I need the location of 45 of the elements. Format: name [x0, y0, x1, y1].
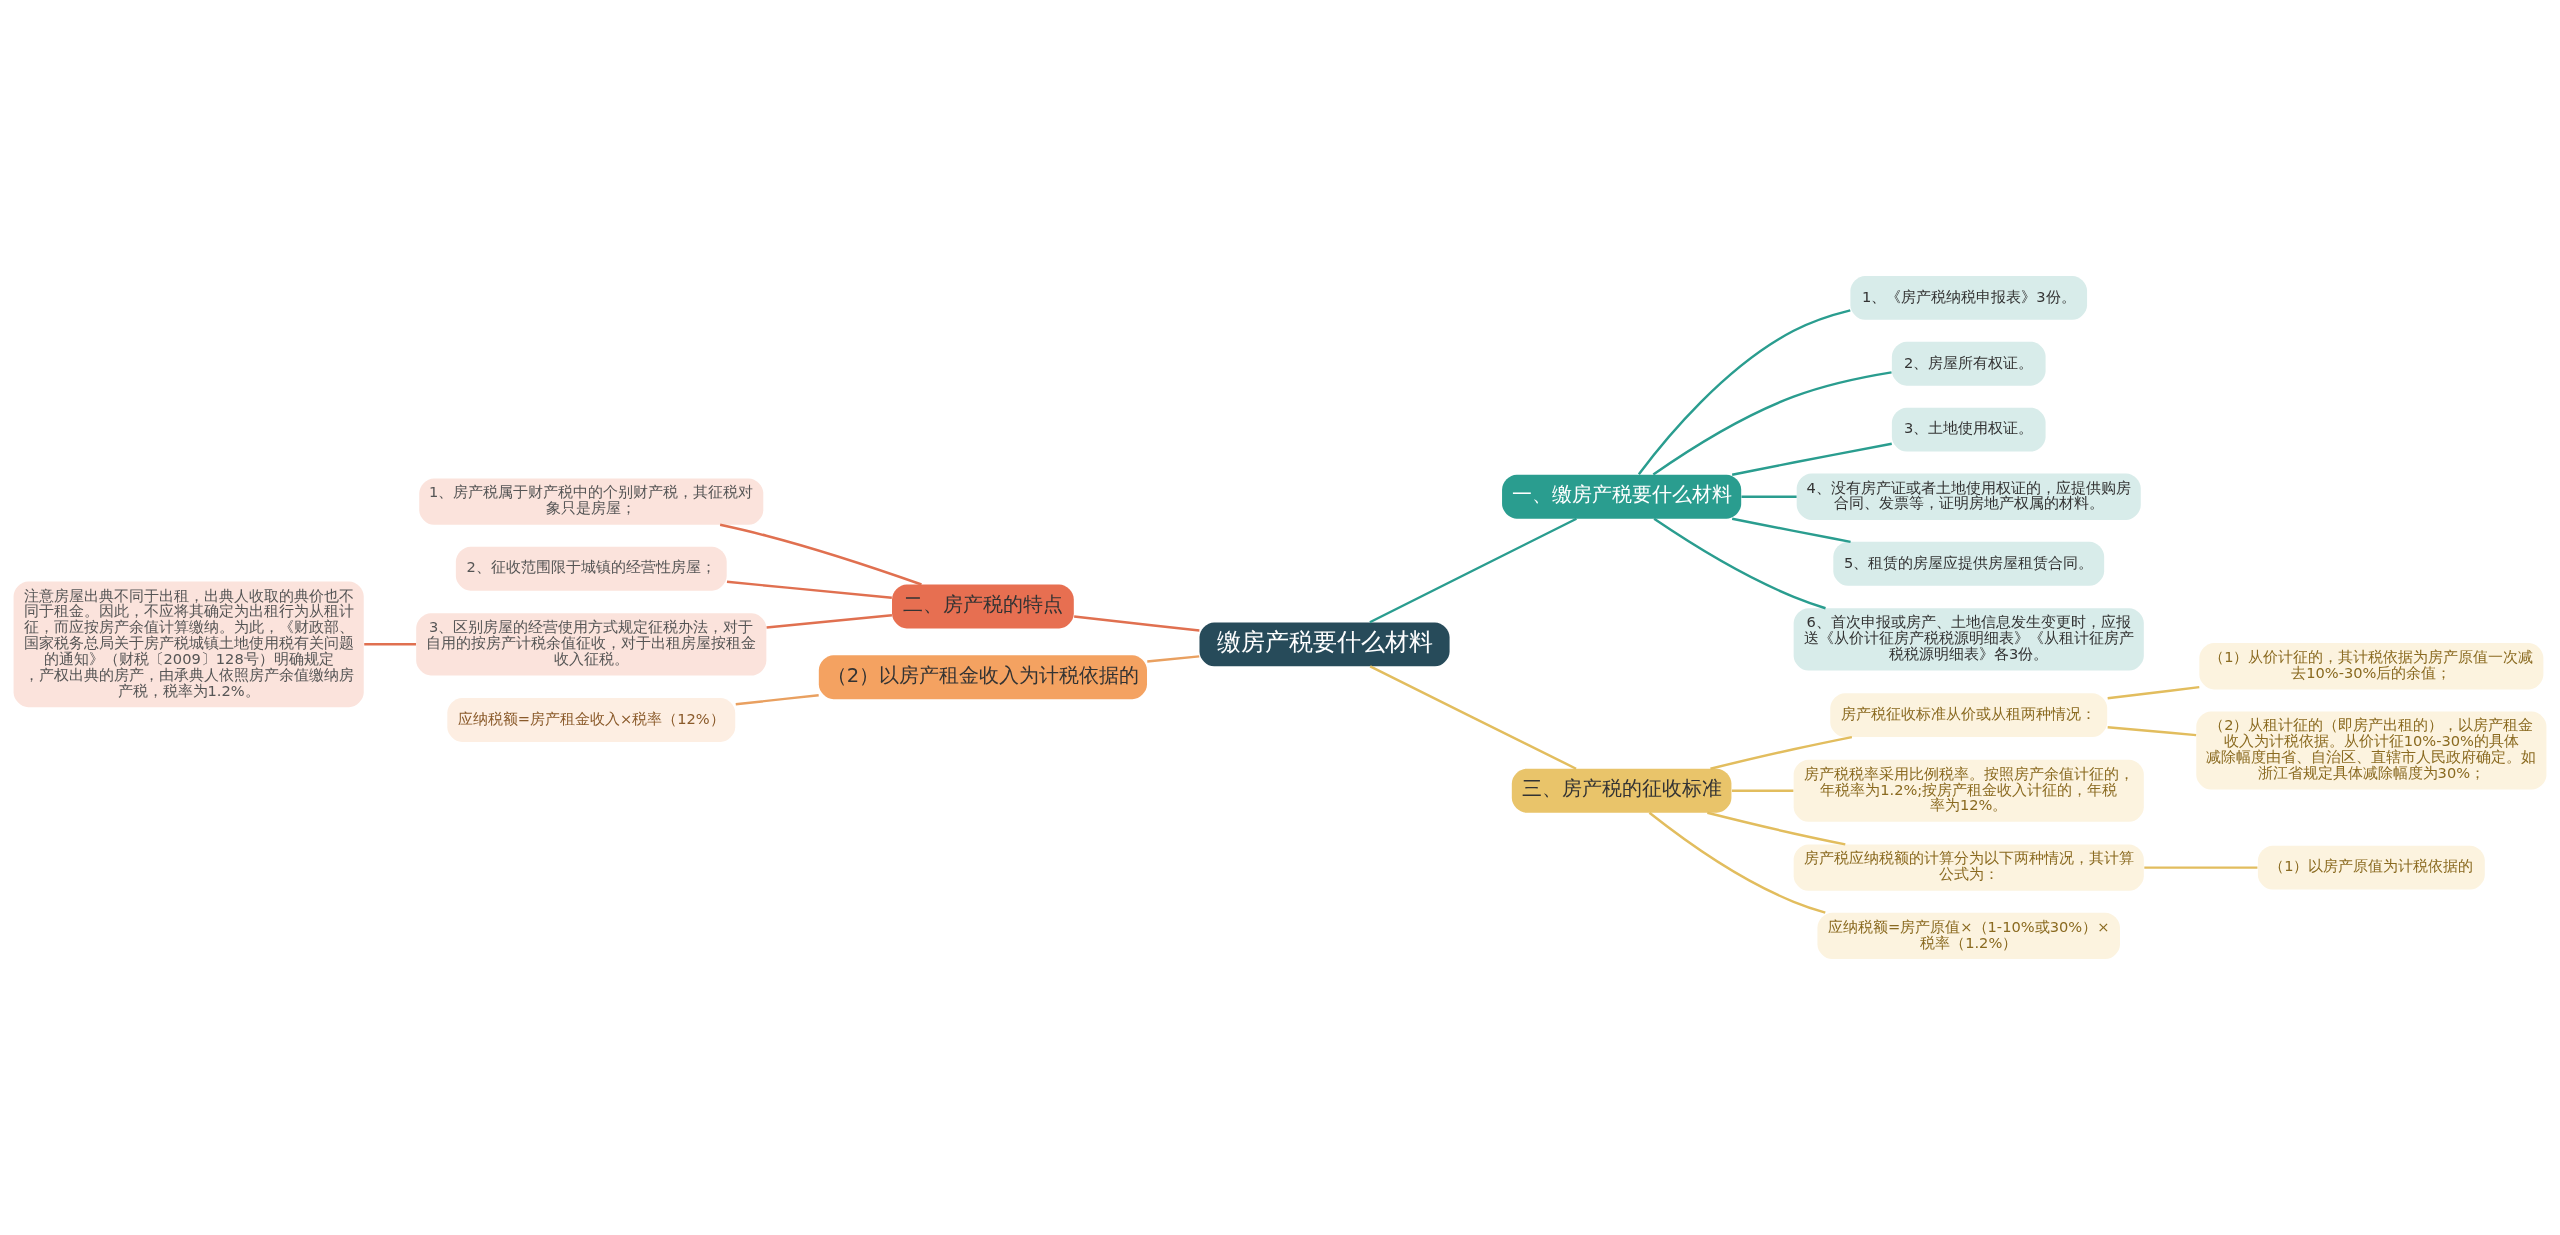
node-box: 一、缴房产税要什么材料 [1502, 474, 1742, 519]
node-box: 注意房屋出典不同于出租，出典人收取的典价也不同于租金。因此，不应将其确定为出租行为从租计征，而应按房产余值计算缴纳。为此，《财政部、国家税务总局关于房产税城镇土地使用税有关问题的通知》（财税〔2009〕128号）明确规定，产权出典的房产，由承典人依照房产余值缴纳房产税，税率为1.2%。 [13, 581, 364, 708]
connector [1648, 811, 1826, 914]
node-box: 应纳税额=房产原值×（1-10%或30%）×税率（1.2%） [1817, 912, 2120, 960]
connector [2107, 726, 2197, 737]
connector [1637, 309, 1851, 475]
node-box: 2、征收范围限于城镇的经营性房屋； [455, 546, 727, 591]
connector [735, 693, 819, 706]
node-box: （2）以房产租金收入为计税依据的 [818, 655, 1147, 700]
node-box: （1）从价计征的，其计税依据为房产原值一次减去10%-30%后的余值； [2199, 643, 2544, 690]
connector [2144, 866, 2258, 869]
node-box: 1、房产税属于财产税中的个别财产税，其征税对象只是房屋； [419, 478, 764, 525]
connector [1731, 517, 1851, 544]
connector [1074, 615, 1200, 632]
connector [1710, 735, 1853, 770]
node-box: 二、房产税的特点 [892, 584, 1074, 629]
connector [1369, 517, 1577, 624]
node-box: 房产税应纳税额的计算分为以下两种情况，其计算公式为： [1793, 844, 2144, 891]
node-box: 3、区别房屋的经营使用方式规定征税办法，对于自用的按房产计税余值征收，对于出租房屋按租金收入征税。 [416, 613, 767, 676]
connector [766, 614, 893, 629]
node-box: （2）从租计征的（即房产出租的），以房产租金收入为计税依据。从价计征10%-30%的具体减除幅度由省、自治区、直辖市人民政府确定。如浙江省规定具体减除幅度为30%； [2196, 711, 2547, 790]
node-box: 缴房产税要什么材料 [1199, 622, 1450, 667]
connector [1731, 789, 1794, 792]
connector [2107, 685, 2200, 700]
connector [1652, 371, 1892, 476]
connector [1731, 442, 1892, 476]
connector [1741, 495, 1797, 498]
node-box: 房产税税率采用比例税率。按照房产余值计征的，年税率为1.2%;按房产租金收入计征的，年税率为12%。 [1793, 759, 2144, 822]
node-box: 2、房屋所有权证。 [1891, 341, 2046, 386]
node-box: 房产税征收标准从价或从租两种情况： [1830, 693, 2108, 738]
node-box: （1）以房产原值为计税依据的 [2257, 845, 2485, 890]
connector [726, 580, 892, 599]
connector [1147, 655, 1200, 663]
node-box: 4、没有房产证或者土地使用权证的，应提供购房合同、发票等，证明房地产权属的材料。 [1796, 473, 2141, 520]
node-box: 6、首次申报或房产、土地信息发生变更时，应报送《从价计征房产税税源明细表》《从租计征房产税税源明细表》各3份。 [1793, 608, 2144, 671]
node-box: 1、《房产税纳税申报表》3份。 [1850, 275, 2088, 320]
node-box: 应纳税额=房产租金收入×税率（12%） [447, 698, 736, 742]
connector [1369, 665, 1577, 770]
node-box: 3、土地使用权证。 [1891, 407, 2046, 452]
connector [364, 643, 416, 646]
node-box: 三、房产税的征收标准 [1511, 768, 1732, 813]
connector [1707, 811, 1846, 846]
connector [1653, 517, 1826, 610]
node-box: 5、租赁的房屋应提供房屋租赁合同。 [1833, 541, 2105, 586]
connector [719, 523, 922, 586]
